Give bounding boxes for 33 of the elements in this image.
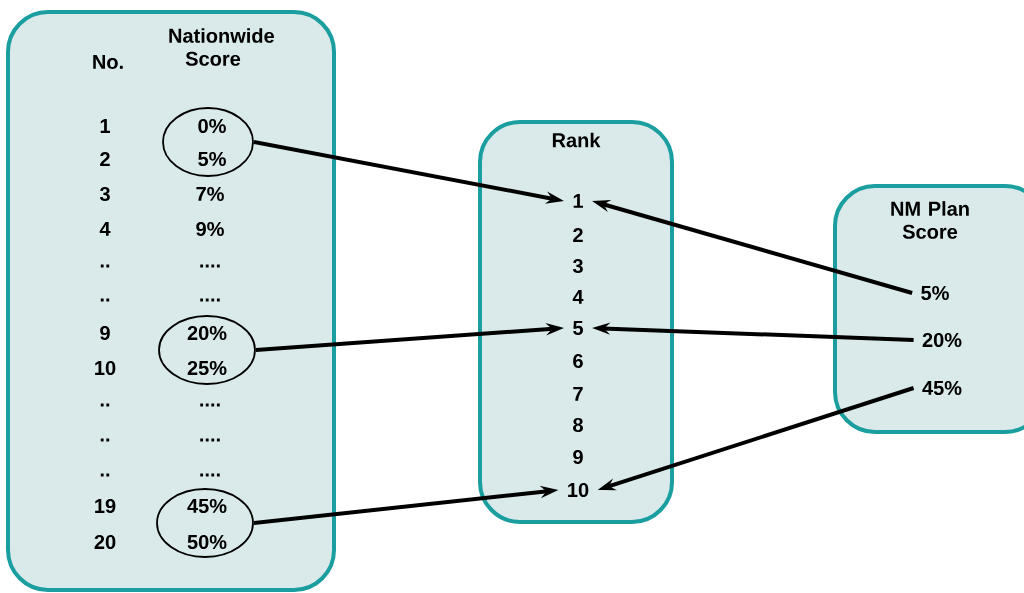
value-text: 45% [922, 380, 962, 396]
oval: 20% 25% [158, 315, 256, 385]
table-text: 7 [573, 387, 583, 401]
table-text: 2 [573, 228, 583, 242]
table-text: 9 [100, 325, 110, 341]
oval: 0% 5% [162, 107, 254, 177]
table-text: .... [200, 438, 220, 442]
table-text: 19 [95, 498, 116, 514]
table-text: 4 [99, 222, 111, 236]
table-text: .. [100, 438, 110, 442]
table-text: .. [100, 403, 110, 407]
table-text: 4 [572, 290, 584, 304]
table-text: 1 [100, 119, 110, 133]
oval: 45% 50% [156, 488, 254, 558]
table-text: 3 [99, 186, 110, 202]
table-text: .... [200, 403, 220, 407]
value-text: 5% [921, 285, 949, 301]
value-text: 20% [922, 332, 962, 348]
value-text: 5 [573, 321, 583, 335]
table-text: .... [200, 264, 220, 268]
table-text: 9 [573, 449, 583, 465]
table-text: .. [100, 298, 110, 302]
table-text: 2 [100, 152, 110, 166]
value-text: 10 [568, 482, 589, 498]
table-text: 20 [94, 534, 116, 550]
table-text: 6 [573, 353, 583, 369]
value-text: 1 [573, 194, 583, 208]
table-text: 3 [572, 258, 583, 274]
table-text: .. [100, 473, 110, 477]
table-text: 9% [196, 221, 224, 237]
table-text: .. [100, 264, 110, 268]
table-text: 10 [95, 360, 116, 376]
table-text: 8 [573, 417, 583, 433]
